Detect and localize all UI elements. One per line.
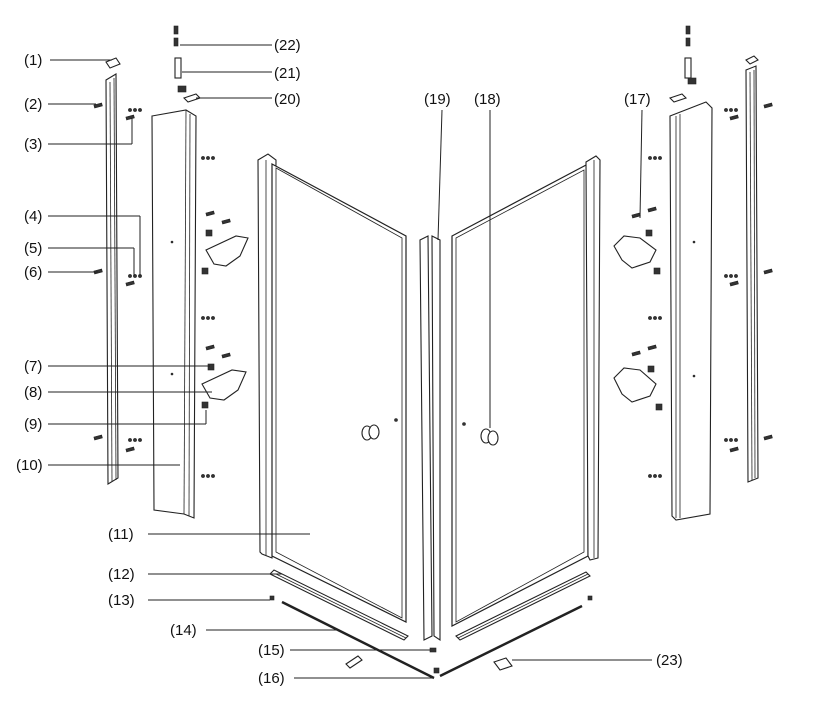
label-part-15: (15) — [258, 642, 285, 659]
right-wide-profile — [669, 101, 713, 521]
right-top-cap — [745, 55, 759, 65]
label-part-11: (11) — [108, 526, 134, 543]
label-part-9: (9) — [24, 416, 42, 433]
right-door-hinge-profile — [585, 155, 601, 561]
top-left-hardware — [173, 25, 202, 103]
label-part-19: (19) — [424, 91, 451, 108]
left-bottom-profile — [269, 595, 435, 680]
label-part-5: (5) — [24, 240, 42, 257]
label-part-14: (14) — [170, 622, 197, 639]
top-right-hardware — [668, 25, 697, 103]
label-part-22: (22) — [274, 37, 301, 54]
label-part-23: (23) — [656, 652, 683, 669]
label-part-8: (8) — [24, 384, 42, 401]
right-wall-profile — [745, 65, 759, 483]
label-part-16: (16) — [258, 670, 285, 687]
right-profile-holes — [648, 156, 662, 478]
left-wall-screws — [93, 102, 135, 453]
left-wide-profile — [151, 109, 197, 519]
left-bottom-seal — [269, 569, 409, 641]
label-part-18: (18) — [474, 91, 501, 108]
label-part-17: (17) — [624, 91, 651, 108]
left-profile-holes — [201, 156, 215, 478]
left-wall-plugs — [128, 108, 142, 442]
label-part-3: (3) — [24, 136, 42, 153]
left-top-cap — [105, 57, 121, 69]
right-door-knob — [462, 422, 499, 446]
right-upper-bracket — [613, 206, 661, 275]
label-part-6: (6) — [24, 264, 42, 281]
right-wall-plugs — [724, 108, 738, 442]
bottom-small-parts — [345, 647, 513, 674]
center-corner-profile — [419, 235, 441, 642]
right-bottom-profile — [439, 595, 593, 678]
part-labels: (1) (2) (3) (4) (5) (6) (7) (8) (9) (10)… — [16, 37, 683, 687]
left-door-knob — [361, 418, 398, 441]
label-part-7: (7) — [24, 358, 42, 375]
label-part-4: (4) — [24, 208, 42, 225]
label-part-20: (20) — [274, 91, 301, 108]
left-door-glass — [271, 162, 407, 623]
left-upper-bracket — [201, 210, 249, 275]
left-wall-profile — [105, 73, 119, 485]
right-bottom-seal — [455, 571, 591, 641]
right-wall-screws — [729, 102, 773, 453]
label-part-13: (13) — [108, 592, 135, 609]
label-part-10: (10) — [16, 457, 43, 474]
right-door-glass — [451, 163, 589, 627]
left-lower-bracket — [201, 344, 247, 409]
label-part-2: (2) — [24, 96, 42, 113]
label-part-21: (21) — [274, 65, 301, 82]
label-part-1: (1) — [24, 52, 42, 69]
leader-lines — [48, 44, 652, 679]
right-lower-bracket — [613, 344, 663, 411]
label-part-12: (12) — [108, 566, 135, 583]
